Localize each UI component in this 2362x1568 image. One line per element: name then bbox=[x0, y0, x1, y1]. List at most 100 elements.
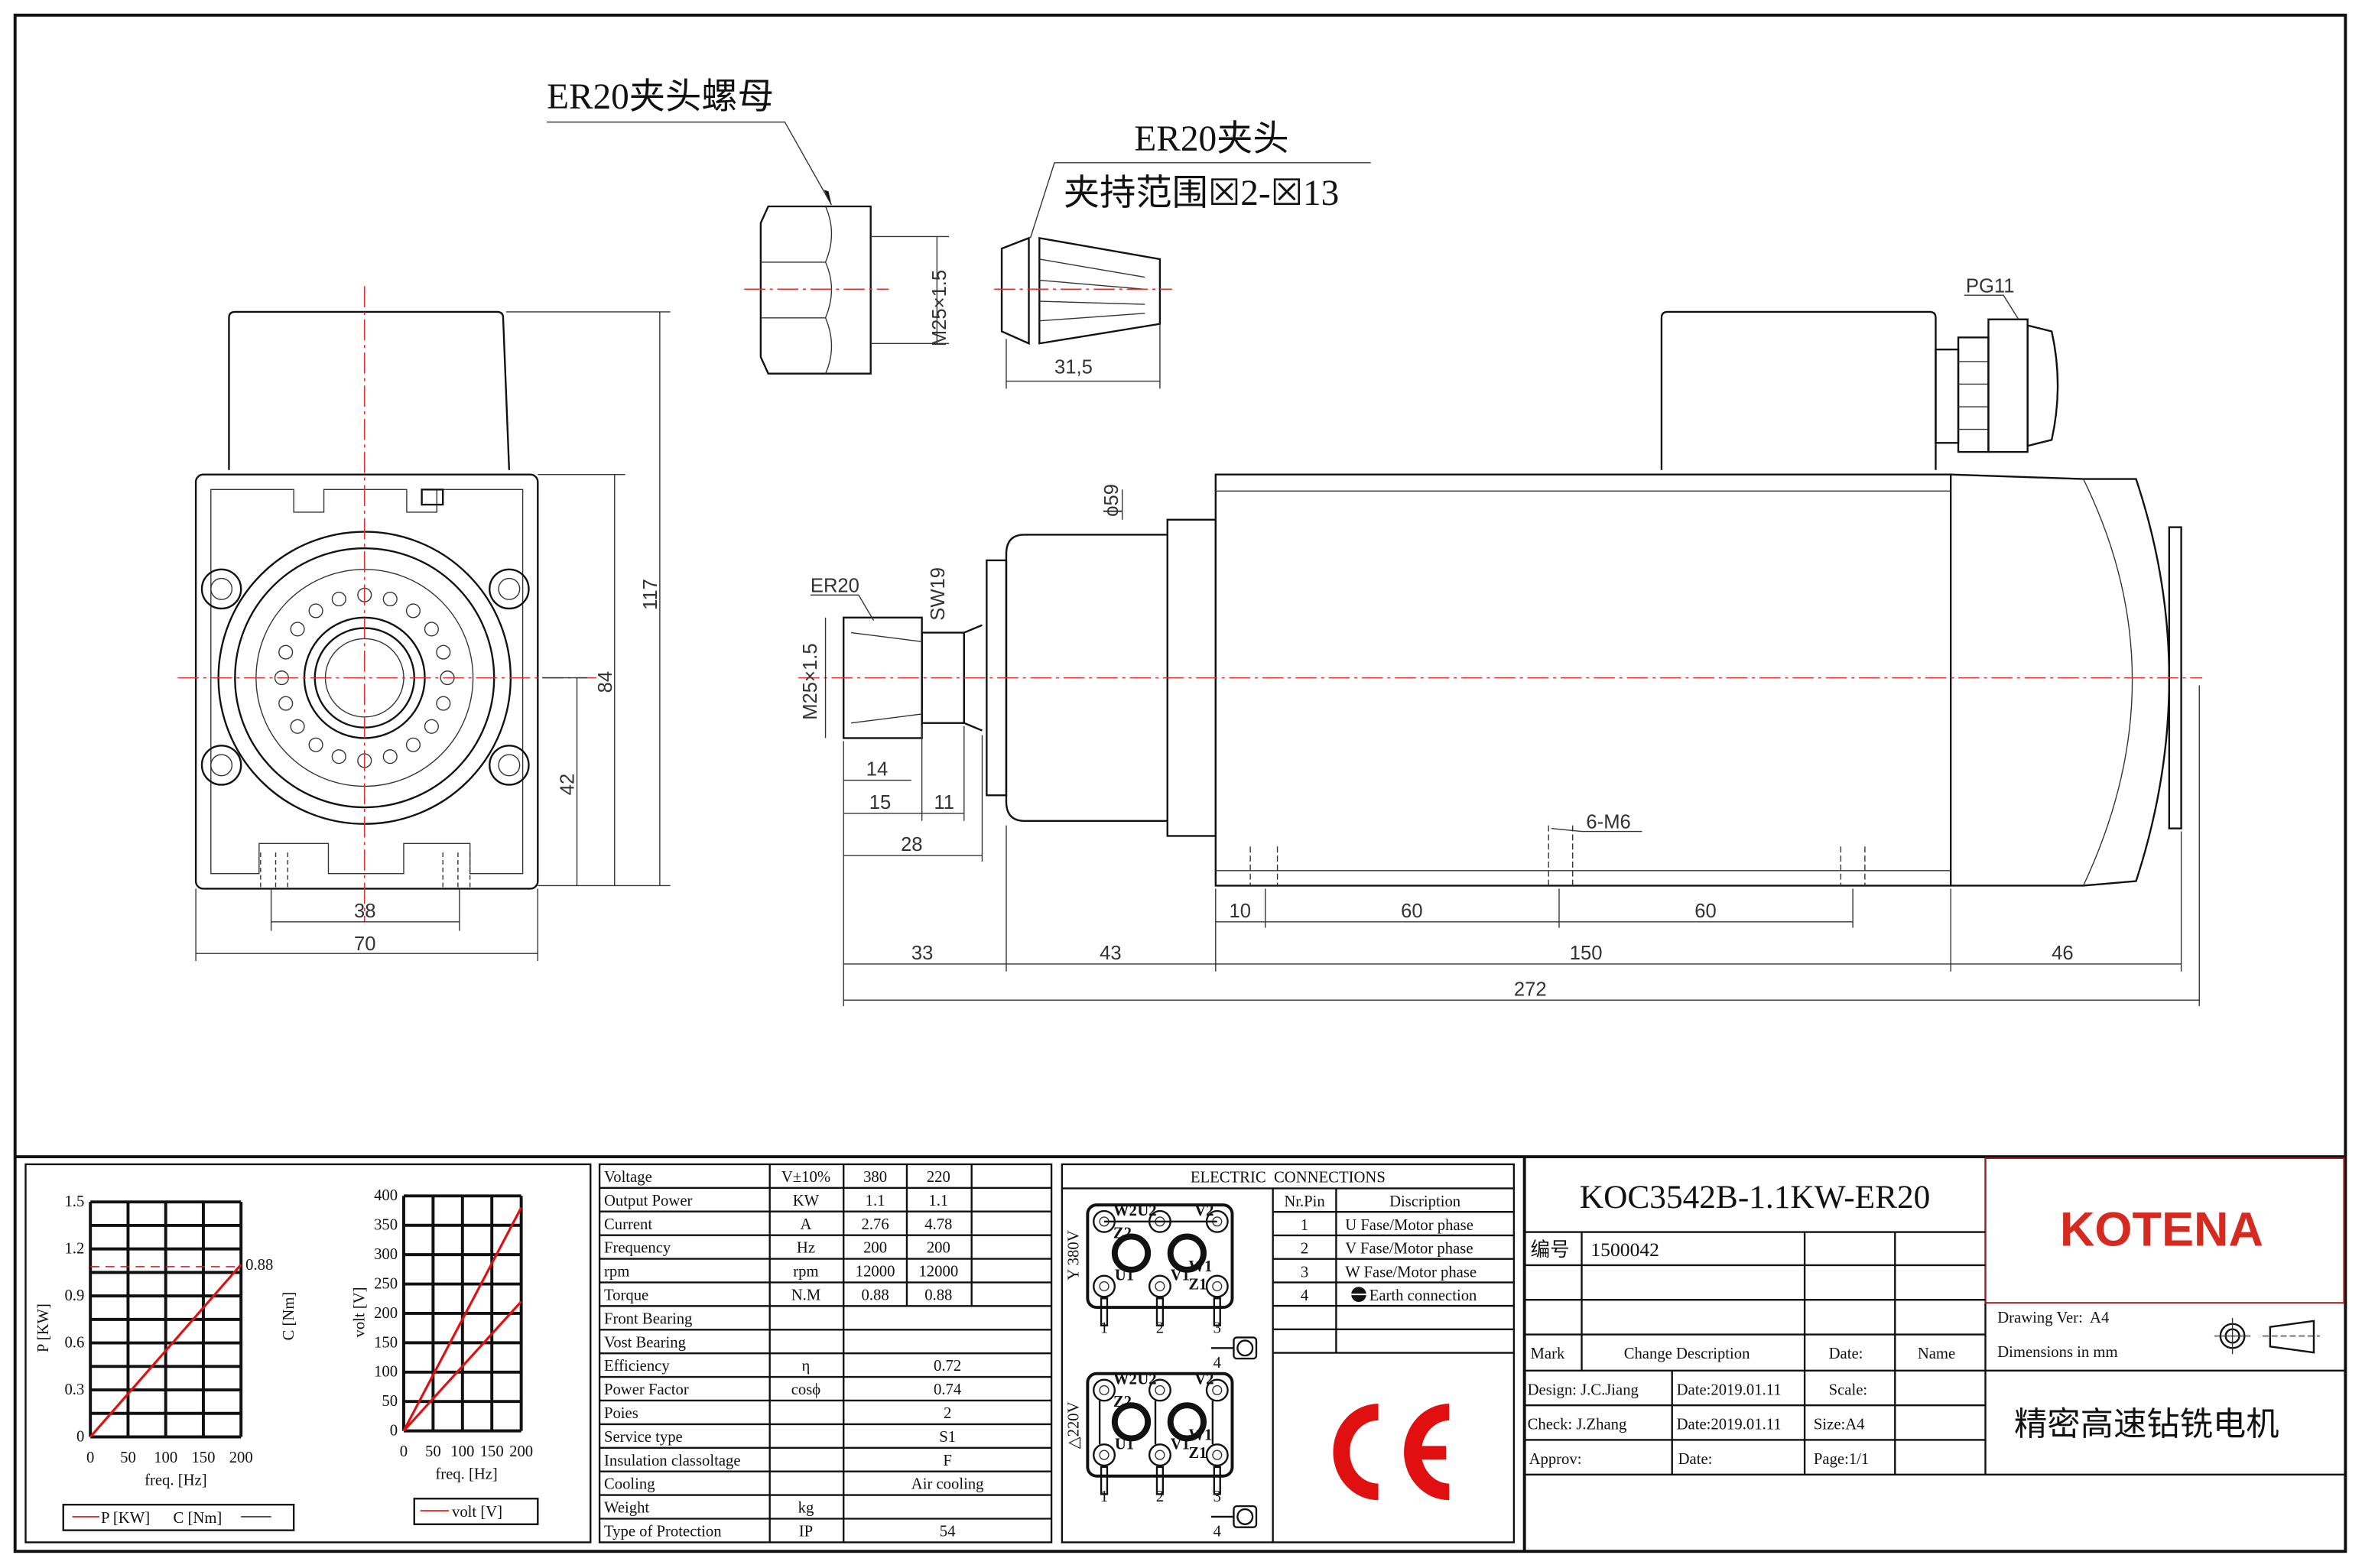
y-tick-label: 0.3 bbox=[64, 1381, 84, 1398]
gland-dim: PG11 bbox=[1966, 275, 2015, 297]
dim-11: 11 bbox=[934, 792, 954, 813]
spec-label: Cooling bbox=[604, 1476, 655, 1493]
y-tick-label: 350 bbox=[374, 1217, 398, 1234]
size-label: Size:A4 bbox=[1814, 1417, 1865, 1433]
collet-length-dim: 31,5 bbox=[1054, 357, 1093, 378]
pin-number-header: Nr.Pin bbox=[1284, 1193, 1325, 1210]
dim-10: 10 bbox=[1230, 901, 1252, 922]
spec-label: Output Power bbox=[604, 1193, 693, 1209]
earth-terminal-icon bbox=[1210, 1505, 1258, 1528]
terminal-label-z2: Z2 bbox=[1113, 1394, 1132, 1411]
spec-value-380v: 12000 bbox=[856, 1264, 895, 1281]
checker: Check: J.Zhang bbox=[1528, 1417, 1627, 1433]
hole bbox=[405, 737, 421, 752]
code-label: 编号 bbox=[1531, 1238, 1570, 1261]
y-tick-label: 1.2 bbox=[64, 1241, 84, 1258]
chart2-ylabel: volt [V] bbox=[352, 1287, 369, 1337]
terminal-label-u2: U2 bbox=[1137, 1203, 1156, 1219]
hole bbox=[436, 644, 451, 660]
spec-label: Service type bbox=[604, 1429, 683, 1446]
dim-272: 272 bbox=[1514, 979, 1547, 1000]
spec-label: Torque bbox=[604, 1287, 648, 1303]
pin-description: V Fase/Motor phase bbox=[1345, 1241, 1473, 1258]
front-view: 117 84 42 38 70 bbox=[177, 286, 671, 961]
terminal-pin-number: 3 bbox=[1213, 1320, 1221, 1337]
y-tick-label: 300 bbox=[374, 1246, 398, 1263]
hole bbox=[382, 749, 398, 765]
torque-annotation: 0.88 bbox=[245, 1257, 273, 1274]
spec-value-220v: 220 bbox=[927, 1169, 950, 1186]
charts-panel bbox=[24, 1163, 592, 1544]
hole bbox=[405, 603, 421, 618]
chart1-legend bbox=[62, 1503, 295, 1531]
collet-type-dim: ER20 bbox=[811, 575, 859, 596]
pin-number: 3 bbox=[1301, 1264, 1308, 1281]
designer: Design: J.C.Jiang bbox=[1528, 1381, 1639, 1398]
hole bbox=[278, 644, 294, 660]
legend-c: C [Nm] bbox=[174, 1510, 223, 1527]
side-view: PG11 ϕ59 ER20 SW19 M25×1.5 6-M6 14 1 bbox=[798, 275, 2203, 1007]
chart1-ylabel: P [KW] bbox=[35, 1303, 52, 1352]
legend-p: P [KW] bbox=[101, 1510, 150, 1527]
y-tick-label: 0.9 bbox=[64, 1287, 84, 1304]
dim-60-first: 60 bbox=[1401, 901, 1422, 922]
spec-value: Air cooling bbox=[911, 1476, 984, 1493]
x-tick-label: 150 bbox=[480, 1443, 504, 1460]
dim-28: 28 bbox=[901, 834, 923, 855]
spec-label: Vost Bearing bbox=[604, 1334, 686, 1351]
spec-value-380v: 0.88 bbox=[861, 1287, 889, 1303]
x-tick-label: 150 bbox=[191, 1450, 215, 1466]
spec-unit: IP bbox=[799, 1524, 813, 1540]
spec-label: Frequency bbox=[604, 1240, 671, 1257]
height-42-dim: 42 bbox=[557, 774, 579, 795]
height-84-dim: 84 bbox=[595, 671, 616, 693]
er20-collet-part: 31,5 bbox=[994, 236, 1172, 389]
spec-value: 54 bbox=[940, 1524, 956, 1540]
x-tick-label: 0 bbox=[86, 1450, 94, 1466]
terminal-pin-number: 3 bbox=[1213, 1488, 1221, 1505]
pin-description: W Fase/Motor phase bbox=[1345, 1264, 1477, 1281]
y-tick-label: 200 bbox=[374, 1305, 398, 1322]
spec-label: Weight bbox=[604, 1500, 649, 1517]
series-line-pkw bbox=[89, 1264, 242, 1438]
spec-label: Power Factor bbox=[604, 1381, 689, 1398]
hole bbox=[290, 622, 305, 637]
delta-connection-label: △220V bbox=[1066, 1401, 1083, 1449]
width-38-dim: 38 bbox=[354, 901, 376, 922]
spec-value: 0.74 bbox=[934, 1381, 962, 1398]
pin-number: 4 bbox=[1301, 1287, 1309, 1304]
spec-unit: rpm bbox=[793, 1264, 818, 1281]
code-value: 1500042 bbox=[1590, 1238, 1659, 1261]
hole bbox=[308, 737, 323, 752]
spec-unit: Hz bbox=[797, 1240, 815, 1257]
page-label: Page:1/1 bbox=[1814, 1451, 1869, 1468]
approver: Approv: bbox=[1529, 1451, 1582, 1468]
hole bbox=[424, 622, 439, 637]
terminal-pin-number: 2 bbox=[1156, 1488, 1164, 1505]
terminal-label-w2: W2 bbox=[1113, 1203, 1137, 1219]
name-header: Name bbox=[1918, 1346, 1955, 1362]
pin-description: U Fase/Motor phase bbox=[1345, 1217, 1473, 1234]
dim-46: 46 bbox=[2052, 943, 2074, 964]
chart1-xlabel: freq. [Hz] bbox=[145, 1472, 206, 1489]
model-number: KOC3542B-1.1KW-ER20 bbox=[1580, 1179, 1931, 1216]
description-header: Discription bbox=[1389, 1193, 1461, 1210]
clamp-range-label: 夹持范围☒2-☒13 bbox=[1064, 174, 1339, 213]
mount-bolts bbox=[200, 568, 530, 786]
electric-title: ELECTRIC CONNECTIONS bbox=[1191, 1170, 1386, 1187]
collet-callout: ER20夹头 夹持范围☒2-☒13 bbox=[1029, 119, 1371, 239]
spec-label: Insulation classoltage bbox=[604, 1453, 741, 1469]
spec-unit: KW bbox=[793, 1193, 820, 1209]
wrench-size-dim: SW19 bbox=[928, 567, 949, 621]
hole bbox=[308, 603, 323, 618]
series-line-380v bbox=[402, 1206, 523, 1432]
terminal-label-u1: U1 bbox=[1115, 1268, 1134, 1284]
spec-label: Poies bbox=[604, 1405, 638, 1422]
